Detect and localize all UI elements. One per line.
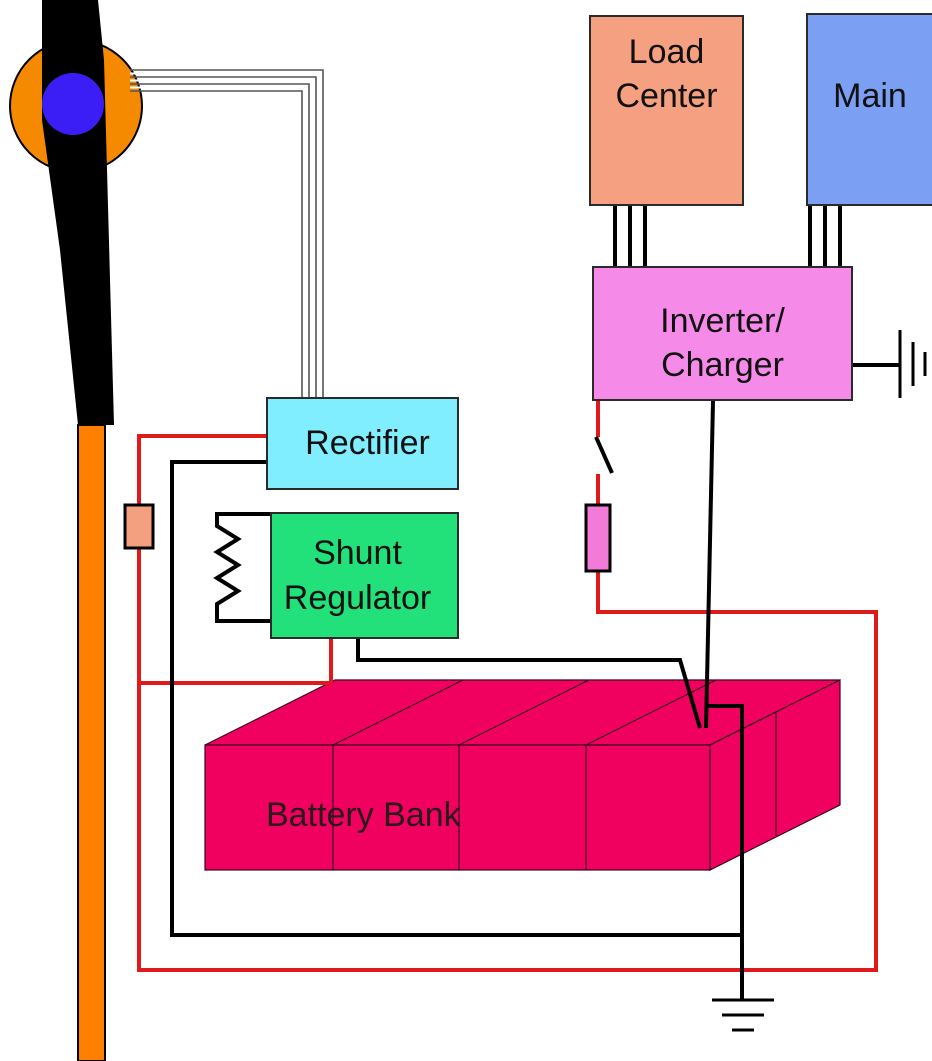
ground-symbol bbox=[712, 998, 774, 1032]
battery-bank-label: Battery Bank bbox=[266, 796, 461, 834]
inverter-ground-symbol bbox=[898, 330, 927, 398]
turbine-hub bbox=[42, 73, 104, 135]
load-center-label-2: Center bbox=[615, 76, 718, 115]
rectifier-label: Rectifier bbox=[305, 423, 430, 462]
turbine-ac-wires bbox=[130, 69, 324, 397]
turbine-wire-gaps bbox=[130, 72, 321, 397]
main-panel-box: Main bbox=[806, 13, 932, 206]
main-panel-label: Main bbox=[833, 77, 907, 115]
battery-bank bbox=[204, 679, 841, 871]
rectifier-box: Rectifier bbox=[266, 397, 459, 490]
negative-wires bbox=[170, 363, 900, 1000]
shunt-label-1: Shunt bbox=[313, 534, 402, 573]
load-center-label-1: Load bbox=[628, 33, 705, 71]
inverter-label-1: Inverter/ bbox=[660, 301, 785, 340]
turbine-tower bbox=[77, 424, 106, 1061]
inverter-charger-box: Inverter/ Charger bbox=[592, 266, 853, 401]
switch-symbol bbox=[594, 436, 614, 474]
shunt-label-2: Regulator bbox=[283, 578, 432, 617]
resistor-symbol bbox=[213, 512, 270, 623]
battery-front bbox=[204, 744, 711, 871]
fuse-right bbox=[584, 503, 612, 573]
fuse-left bbox=[123, 503, 155, 550]
load-center-box: Load Center bbox=[589, 15, 744, 206]
ac-output-conductors bbox=[613, 206, 842, 266]
turbine-blade bbox=[42, 0, 114, 425]
shunt-regulator-box: Shunt Regulator bbox=[270, 512, 459, 639]
inverter-label-2: Charger bbox=[661, 345, 784, 384]
